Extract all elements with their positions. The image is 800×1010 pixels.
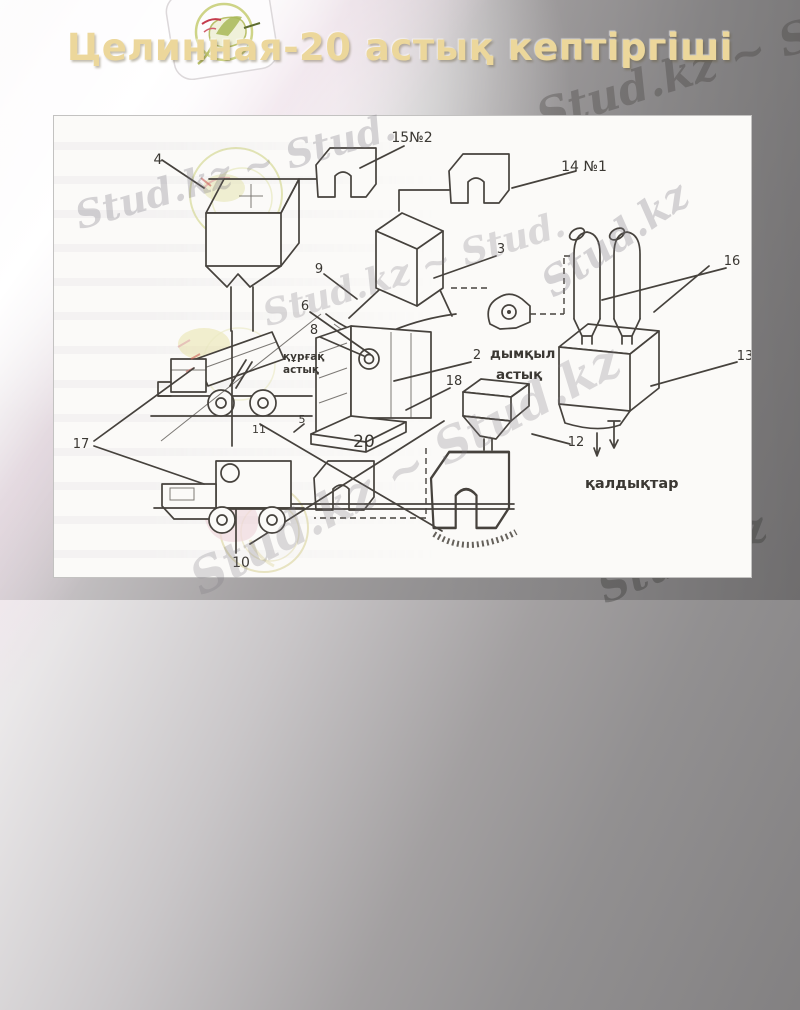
part-labels: 4 15№2 14 №1 3 9 68 2 16 13 18 5 11 20 12 17 10 (73, 130, 751, 571)
logo-svg (165, 0, 279, 81)
part-label-11: 11 (252, 423, 266, 436)
part-label-2: 2 (473, 348, 481, 363)
part-label-6: 6 (301, 299, 309, 314)
fan-unit-15-2 (315, 145, 405, 198)
box-truck-bottom (93, 313, 322, 554)
dry-grain-bin-13 (558, 323, 738, 457)
part-label-18: 18 (446, 374, 463, 389)
part-label-13: 13 (737, 349, 751, 364)
waste-arrow (607, 420, 621, 449)
part-label-16: 16 (724, 254, 741, 269)
part-label-8: 8 (310, 323, 318, 338)
drying-tower-2 (309, 273, 472, 453)
distribution-box-3 (348, 212, 497, 319)
part-label-14-1: 14 №1 (561, 159, 607, 175)
bird-red-streak-2 (203, 27, 217, 33)
stud-kz-hummingbird-logo (158, 0, 290, 81)
dump-truck-top (150, 330, 313, 447)
small-hopper-12 (462, 378, 571, 451)
receiving-hopper-4 (161, 159, 317, 332)
grain-pile (432, 529, 518, 548)
bird-wing (216, 16, 242, 36)
bird-red-streak (201, 18, 222, 25)
cyclone-pipes-16 (568, 227, 727, 345)
slide-title: Целинная-20 астық кептіргіші (66, 26, 734, 69)
part-label-9: 9 (315, 262, 323, 277)
logo-ring (194, 2, 254, 62)
bird-beak (243, 22, 261, 29)
part-label-20: 20 (353, 432, 375, 452)
part-label-10: 10 (232, 555, 250, 571)
caption-dry-grain-2: астық (283, 364, 319, 376)
part-label-4: 4 (154, 152, 163, 168)
bird-tail (197, 45, 214, 65)
caption-waste: қалдықтар (585, 476, 678, 492)
caption-wet-grain-2: астық (496, 367, 542, 383)
caption-dry-grain-1: құрғақ (283, 351, 324, 363)
diagram-svg: құрғақ астық дымқыл астық қалдықтар 4 15№… (73, 130, 751, 571)
duct-line (398, 189, 450, 212)
part-label-15-2: 15№2 (391, 130, 432, 146)
figure-area: құрғақ астық дымқыл астық қалдықтар 4 15№… (53, 104, 752, 607)
caption-wet-grain-1: дымқыл (490, 346, 555, 362)
part-label-5: 5 (299, 413, 306, 426)
fan-unit-14-1 (448, 153, 577, 204)
part-label-17: 17 (73, 437, 90, 452)
cleaner-unit-center (429, 450, 518, 548)
wet-grain-intake (451, 255, 574, 330)
dashed-duct (314, 448, 427, 519)
part-label-3: 3 (497, 242, 505, 257)
part-label-12: 12 (568, 435, 585, 450)
